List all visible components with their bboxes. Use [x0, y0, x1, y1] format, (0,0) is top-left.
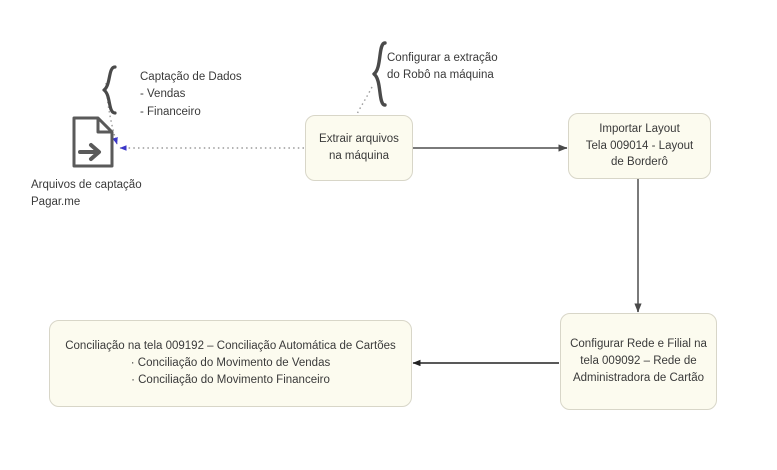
source-icon-caption: Arquivos de captação Pagar.me [31, 179, 142, 209]
file-arrow-in-icon [72, 116, 114, 168]
node-importar-layout[interactable]: Importar Layout Tela 009014 - Layout de … [568, 113, 711, 179]
curly-brace-icon [102, 65, 117, 115]
annotation-captacao-de-dados: Captação de Dados - Vendas - Financeiro [140, 71, 242, 118]
node-configurar-rede-filial-label: Configurar Rede e Filial na tela 009092 … [570, 338, 707, 384]
curly-brace-icon [372, 41, 387, 107]
node-conciliacao-label: Conciliação na tela 009192 – Conciliação… [65, 340, 396, 386]
node-importar-layout-label: Importar Layout Tela 009014 - Layout de … [585, 122, 694, 169]
node-extrair-arquivos-label: Extrair arquivos na máquina [319, 133, 399, 162]
annotation-configurar-extracao-robo: Configurar a extração do Robô na máquina [387, 52, 498, 82]
node-extrair-arquivos[interactable]: Extrair arquivos na máquina [305, 115, 413, 181]
node-configurar-rede-filial[interactable]: Configurar Rede e Filial na tela 009092 … [560, 313, 717, 410]
node-conciliacao[interactable]: Conciliação na tela 009192 – Conciliação… [49, 320, 412, 407]
